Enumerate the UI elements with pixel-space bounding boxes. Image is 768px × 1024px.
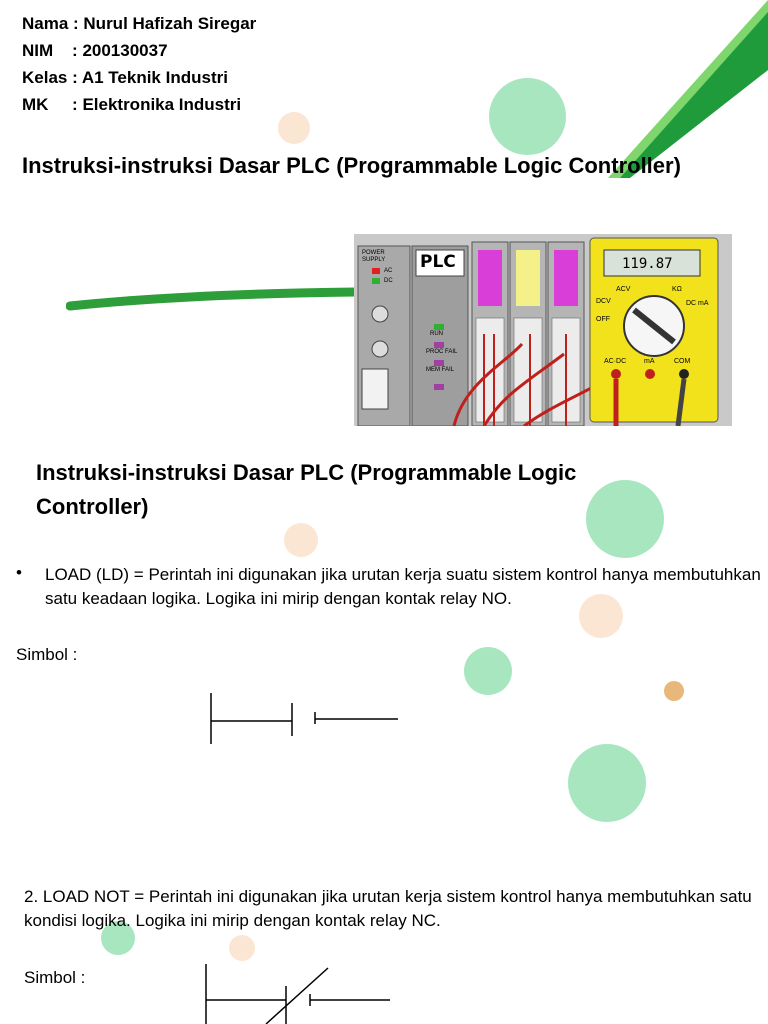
meter-label-dcv: DCV bbox=[596, 298, 611, 305]
meter-label-kohm: KΩ bbox=[672, 286, 682, 293]
load-description: LOAD (LD) = Perintah ini digunakan jika … bbox=[45, 565, 761, 608]
load-not-description: 2. LOAD NOT = Perintah ini digunakan jik… bbox=[24, 887, 752, 930]
meter-label-acdc: AC·DC bbox=[604, 358, 627, 365]
section-title: Instruksi-instruksi Dasar PLC (Programma… bbox=[36, 460, 577, 519]
run-label: RUN bbox=[430, 331, 443, 337]
green-corner-stripe bbox=[608, 0, 768, 178]
decor-circle-green bbox=[464, 647, 512, 695]
decor-circle-peach bbox=[229, 935, 255, 961]
mem-fail-label: MEM FAIL bbox=[426, 367, 455, 373]
decor-circle-green bbox=[489, 78, 566, 155]
page-title: Instruksi-instruksi Dasar PLC (Programma… bbox=[22, 153, 681, 178]
course-name: MK : Elektronika Industri bbox=[22, 95, 242, 114]
symbol-label-2: Simbol : bbox=[24, 968, 86, 987]
decor-circle-peach bbox=[278, 112, 310, 144]
meter-label-dcma: DC mA bbox=[686, 300, 709, 307]
decor-circle-orange bbox=[664, 681, 684, 701]
plc-illustration bbox=[354, 234, 732, 426]
meter-label-off: OFF bbox=[596, 316, 610, 323]
nc-contact-symbol bbox=[205, 964, 390, 1024]
meter-label-acv: ACV bbox=[616, 286, 631, 293]
proc-fail-label: PROC FAIL bbox=[426, 349, 458, 355]
decor-circle-green bbox=[586, 480, 664, 558]
plc-image: PLC POWER SUPPLY AC DC RUN PROC FAIL MEM… bbox=[354, 234, 732, 426]
meter-reading: 119.87 bbox=[622, 256, 673, 272]
decor-circle-green bbox=[101, 921, 135, 955]
green-brush-stroke bbox=[66, 287, 358, 311]
decor-circle-green bbox=[568, 744, 646, 822]
student-name: Nama : Nurul Hafizah Siregar bbox=[22, 14, 257, 33]
meter-label-ma: mA bbox=[644, 358, 655, 365]
decor-circle-peach bbox=[284, 523, 318, 557]
symbol-label-1: Simbol : bbox=[16, 645, 78, 664]
decor-circle-peach bbox=[579, 594, 623, 638]
student-class: Kelas : A1 Teknik Industri bbox=[22, 68, 228, 87]
meter-label-com: COM bbox=[674, 358, 691, 365]
plc-label: PLC bbox=[420, 252, 456, 272]
student-nim: NIM : 200130037 bbox=[22, 41, 168, 60]
bullet: • bbox=[16, 563, 22, 582]
ac-label: AC bbox=[384, 268, 393, 274]
no-contact-symbol bbox=[210, 693, 398, 744]
power-supply-label: POWER SUPPLY bbox=[362, 250, 386, 263]
dc-label: DC bbox=[384, 278, 393, 284]
